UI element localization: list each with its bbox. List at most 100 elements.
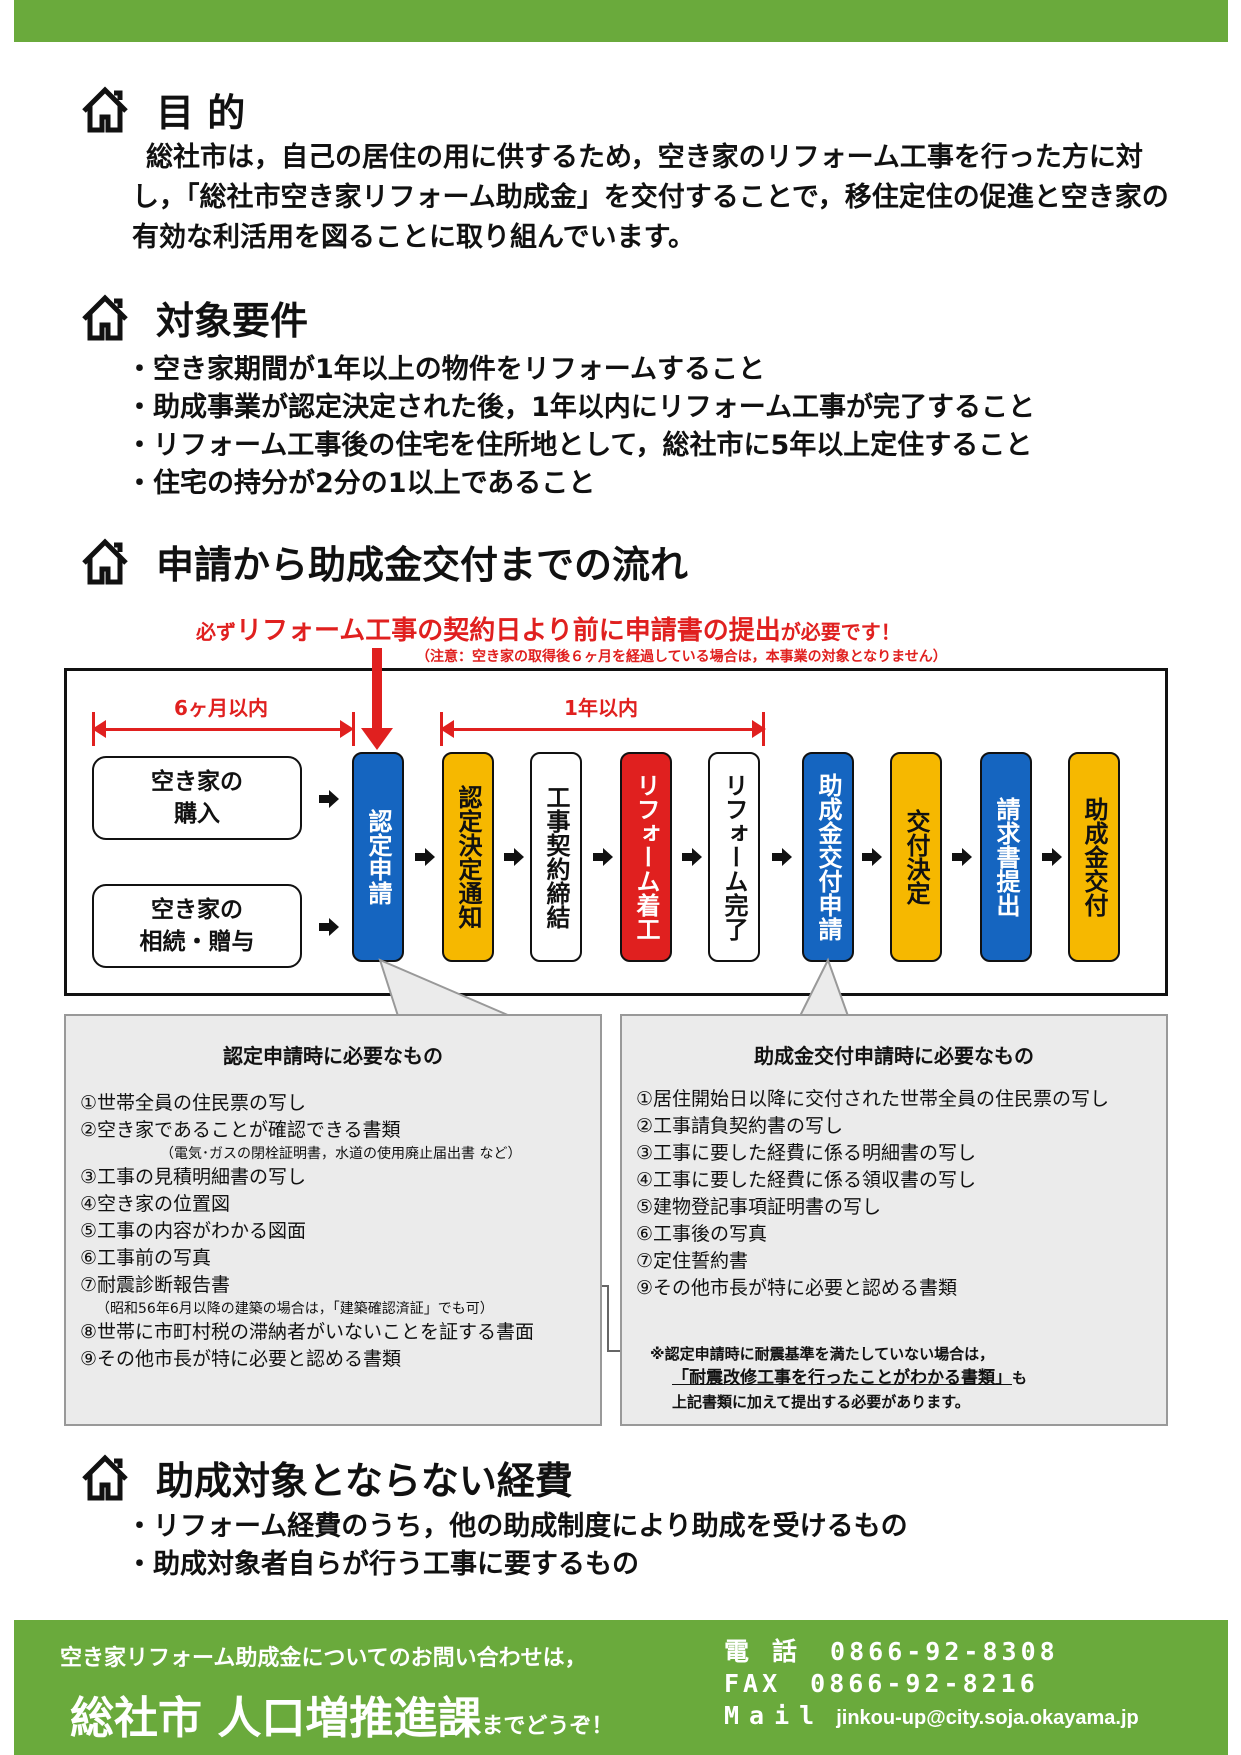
seismic-note: ※認定申請時に耐震基準を満たしていない場合は， 「耐震改修工事を行ったことがわか… bbox=[650, 1342, 1027, 1414]
email-link[interactable]: jinkou-up@city.soja.okayama.jp bbox=[836, 1707, 1139, 1729]
range-label-6months: 6ヶ月以内 bbox=[174, 696, 268, 720]
list-item: 助成事業が認定決定された後，1年以内にリフォーム工事が完了すること bbox=[146, 389, 1035, 427]
step-label: 助成金交付 bbox=[1080, 797, 1108, 917]
step-label: 請求書提出 bbox=[992, 797, 1020, 917]
panel-grant-documents: 助成金交付申請時に必要なもの ①居住開始日以降に交付された世帯全員の住民票の写し… bbox=[620, 1014, 1168, 1426]
step-grant-decision: 交付決定 bbox=[890, 752, 942, 962]
list-item: ⑤建物登記事項証明書の写し bbox=[636, 1196, 882, 1218]
arrow-right-icon bbox=[340, 720, 354, 738]
step-label: 交付決定 bbox=[902, 809, 930, 905]
list-item: ⑧世帯に市町村税の滞納者がいないことを証する書面 bbox=[80, 1321, 535, 1343]
list-item: ⑨その他市長が特に必要と認める書類 bbox=[636, 1277, 958, 1299]
house-icon bbox=[82, 1453, 128, 1500]
list-item: ④空き家の位置図 bbox=[80, 1193, 231, 1215]
down-arrow-stem bbox=[372, 648, 382, 730]
list-item: ①世帯全員の住民票の写し bbox=[80, 1092, 307, 1114]
house-icon bbox=[82, 537, 128, 584]
list-item: リフォーム工事後の住宅を住所地として，総社市に5年以上定住すること bbox=[146, 427, 1035, 465]
footer-contact: 空き家リフォーム助成金についてのお問い合わせは， 総社市 人口増推進課までどうぞ… bbox=[14, 1620, 1228, 1755]
step-label: 認定申請 bbox=[364, 809, 392, 905]
note-line: ※認定申請時に耐震基準を満たしていない場合は， bbox=[650, 1345, 995, 1363]
list-item: ⑥工事前の写真 bbox=[80, 1247, 212, 1269]
arrow-right-icon bbox=[772, 848, 792, 866]
panel-title: 認定申請時に必要なもの bbox=[223, 1044, 443, 1068]
dept-suffix: までどうぞ！ bbox=[481, 1714, 614, 1739]
step-certification-application: 認定申請 bbox=[352, 752, 404, 962]
note-line: 上記書類に加えて提出する必要があります。 bbox=[672, 1393, 970, 1411]
dept-name: 総社市 人口増推進課 bbox=[70, 1693, 482, 1744]
purpose-text: 総社市は，自己の居住の用に供するため，空き家のリフォーム工事を行った方に対し，「… bbox=[132, 142, 1169, 253]
section-heading-purpose: 目 的 bbox=[80, 82, 245, 137]
list-item: 助成対象者自らが行う工事に要するもの bbox=[146, 1546, 908, 1584]
step-construction-complete: リフォーム完了 bbox=[708, 752, 760, 962]
flow-notice: 必ずリフォーム工事の契約日より前に申請書の提出が必要です！ bbox=[196, 610, 901, 647]
flow-diagram bbox=[64, 668, 1168, 996]
arrow-right-icon bbox=[319, 790, 339, 808]
section-heading-excluded: 助成対象とならない経費 bbox=[80, 1450, 573, 1505]
step-invoice: 請求書提出 bbox=[980, 752, 1032, 962]
range-label-1year: 1年以内 bbox=[564, 696, 638, 720]
pre-step-purchase: 空き家の 購入 bbox=[92, 756, 302, 840]
list-subnote: （電気･ガスの閉栓証明書，水道の使用廃止届出書 など） bbox=[160, 1146, 522, 1162]
list-item: ⑤工事の内容がわかる図面 bbox=[80, 1220, 307, 1242]
notice-pre: 必ず bbox=[196, 620, 236, 644]
list-subnote: （昭和56年6月以降の建築の場合は，「建築確認済証」でも可） bbox=[96, 1301, 494, 1317]
excluded-list: リフォーム経費のうち，他の助成制度により助成を受けるもの 助成対象者自らが行う工… bbox=[146, 1508, 908, 1584]
range-line bbox=[448, 728, 754, 731]
notice-post: が必要です！ bbox=[780, 620, 901, 644]
step-label: リフォーム完了 bbox=[720, 773, 748, 941]
house-icon bbox=[82, 85, 128, 132]
arrow-right-icon bbox=[415, 848, 435, 866]
list-item: ③工事の見積明細書の写し bbox=[80, 1166, 307, 1188]
step-grant-payment: 助成金交付 bbox=[1068, 752, 1120, 962]
pre-step-label: 空き家の 相続・贈与 bbox=[139, 897, 255, 955]
top-banner bbox=[14, 0, 1228, 42]
arrow-right-icon bbox=[862, 848, 882, 866]
step-label: 認定決定通知 bbox=[454, 785, 482, 929]
fax-number: FAX 0866-92-8216 bbox=[724, 1669, 1039, 1698]
requirements-list: 空き家期間が1年以上の物件をリフォームすること 助成事業が認定決定された後，1年… bbox=[146, 351, 1035, 503]
section-title: 対象要件 bbox=[156, 299, 309, 343]
arrow-left-icon bbox=[440, 720, 454, 738]
arrow-right-icon bbox=[319, 918, 339, 936]
house-icon bbox=[82, 293, 128, 340]
list-item: ⑦耐震診断報告書 bbox=[80, 1274, 231, 1296]
step-label: 助成金交付申請 bbox=[814, 773, 842, 941]
list-item: ⑦定住誓約書 bbox=[636, 1250, 749, 1272]
flow-caution-note: （注意：空き家の取得後６ヶ月を経過している場合は，本事業の対象となりません） bbox=[416, 649, 947, 665]
panel-certification-documents: 認定申請時に必要なもの ①世帯全員の住民票の写し ②空き家であることが確認できる… bbox=[64, 1014, 602, 1426]
list-item: 住宅の持分が2分の1以上であること bbox=[146, 465, 1035, 503]
notice-emphasis: リフォーム工事の契約日より前に申請書の提出 bbox=[236, 616, 781, 646]
arrow-left-icon bbox=[92, 720, 106, 738]
pre-step-inheritance: 空き家の 相続・贈与 bbox=[92, 884, 302, 968]
down-arrow-icon bbox=[361, 728, 393, 750]
note-suffix: も bbox=[1012, 1369, 1028, 1387]
note-emphasis: 「耐震改修工事を行ったことがわかる書類」 bbox=[672, 1368, 1012, 1388]
pre-step-label: 空き家の 購入 bbox=[151, 769, 243, 827]
list-item: ①居住開始日以降に交付された世帯全員の住民票の写し bbox=[636, 1088, 1110, 1110]
panel-title: 助成金交付申請時に必要なもの bbox=[754, 1044, 1034, 1068]
list-item: ③工事に要した経費に係る明細書の写し bbox=[636, 1142, 977, 1164]
list-item: ②工事請負契約書の写し bbox=[636, 1115, 844, 1137]
list-item: リフォーム経費のうち，他の助成制度により助成を受けるもの bbox=[146, 1508, 908, 1546]
step-label: リフォーム着工 bbox=[632, 773, 660, 941]
step-grant-application: 助成金交付申請 bbox=[802, 752, 854, 962]
arrow-right-icon bbox=[593, 848, 613, 866]
list-item: ⑥工事後の写真 bbox=[636, 1223, 768, 1245]
arrow-right-icon bbox=[504, 848, 524, 866]
footer-dept: 総社市 人口増推進課までどうぞ！ bbox=[70, 1682, 613, 1746]
phone-number: 電 話 0866-92-8308 bbox=[724, 1637, 1059, 1666]
section-heading-requirements: 対象要件 bbox=[80, 290, 308, 345]
range-line bbox=[100, 728, 342, 731]
section-title: 申請から助成金交付までの流れ bbox=[156, 543, 689, 587]
section-heading-flow: 申請から助成金交付までの流れ bbox=[80, 534, 688, 589]
step-certification-notice: 認定決定通知 bbox=[442, 752, 494, 962]
list-item: ⑨その他市長が特に必要と認める書類 bbox=[80, 1348, 402, 1370]
arrow-right-icon bbox=[682, 848, 702, 866]
list-item: ②空き家であることが確認できる書類 bbox=[80, 1119, 401, 1141]
step-label: 工事契約締結 bbox=[542, 785, 570, 929]
list-item: ④工事に要した経費に係る領収書の写し bbox=[636, 1169, 977, 1191]
arrow-right-icon bbox=[1042, 848, 1062, 866]
step-construction-start: リフォーム着工 bbox=[620, 752, 672, 962]
